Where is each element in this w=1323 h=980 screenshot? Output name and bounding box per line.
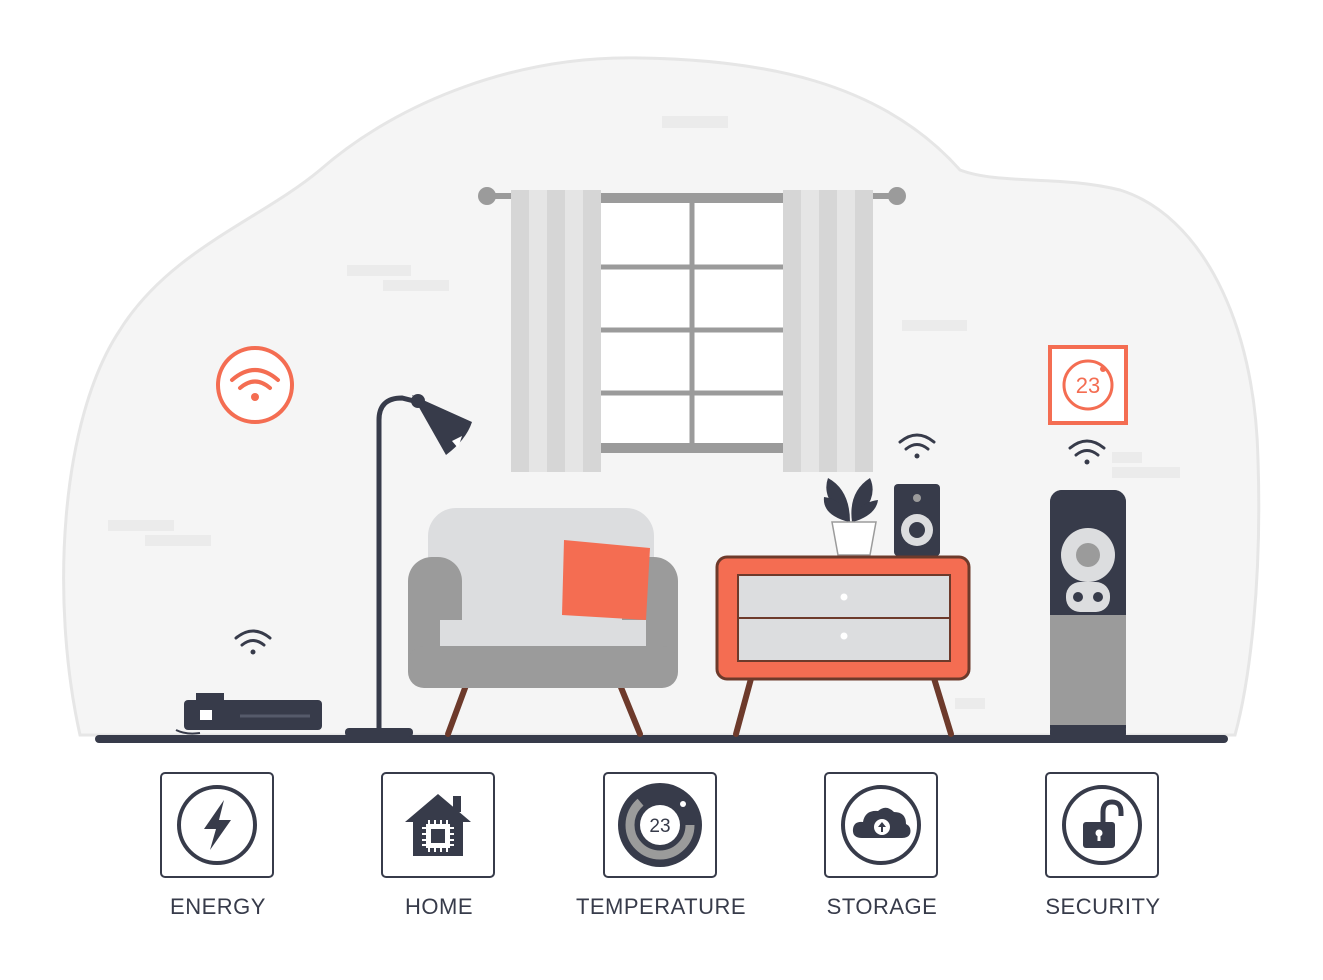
wall-thermostat-reading: 23 bbox=[1076, 373, 1100, 398]
energy-tile[interactable] bbox=[160, 772, 274, 878]
security-label: SECURITY bbox=[1045, 894, 1161, 919]
wall-bricks bbox=[108, 116, 1180, 709]
storage-tile[interactable] bbox=[824, 772, 938, 878]
living-room-illustration: 23 bbox=[62, 56, 1261, 743]
feature-storage[interactable]: STORAGE bbox=[783, 772, 983, 942]
wifi-badge bbox=[216, 346, 294, 424]
home-tile[interactable] bbox=[381, 772, 495, 878]
thermostat-icon: 23 bbox=[618, 783, 702, 867]
feature-energy[interactable]: ENERGY bbox=[119, 772, 319, 942]
home-label: HOME bbox=[405, 894, 473, 919]
robot-vacuum bbox=[175, 693, 322, 735]
wall-thermostat: 23 bbox=[1048, 345, 1128, 425]
speaker-tower bbox=[1050, 490, 1126, 740]
wifi-signal-tower bbox=[1068, 439, 1106, 465]
unlocked-padlock-icon bbox=[1062, 785, 1142, 865]
feature-temperature[interactable]: 23 TEMPERATURE bbox=[562, 772, 762, 942]
energy-label: ENERGY bbox=[170, 894, 266, 919]
floor-lamp bbox=[345, 394, 472, 737]
house-chip-icon bbox=[405, 794, 471, 856]
smart-speaker bbox=[894, 484, 940, 556]
sideboard bbox=[715, 555, 971, 737]
security-tile[interactable] bbox=[1045, 772, 1159, 878]
cloud-upload-icon bbox=[841, 785, 921, 865]
left-curtain bbox=[511, 190, 601, 472]
potted-plant bbox=[823, 478, 878, 556]
storage-label: STORAGE bbox=[826, 894, 938, 919]
window bbox=[590, 197, 794, 453]
temperature-label: TEMPERATURE bbox=[575, 894, 747, 919]
right-curtain bbox=[783, 190, 873, 472]
thermostat-icon-reading: 23 bbox=[649, 816, 670, 837]
feature-security[interactable]: SECURITY bbox=[1004, 772, 1204, 942]
wifi-signal-robot bbox=[234, 629, 272, 655]
wifi-signal-speaker bbox=[898, 433, 936, 459]
lightning-icon bbox=[177, 785, 257, 865]
armchair bbox=[408, 508, 678, 737]
feature-home[interactable]: HOME bbox=[340, 772, 540, 942]
temperature-tile[interactable]: 23 bbox=[603, 772, 717, 878]
